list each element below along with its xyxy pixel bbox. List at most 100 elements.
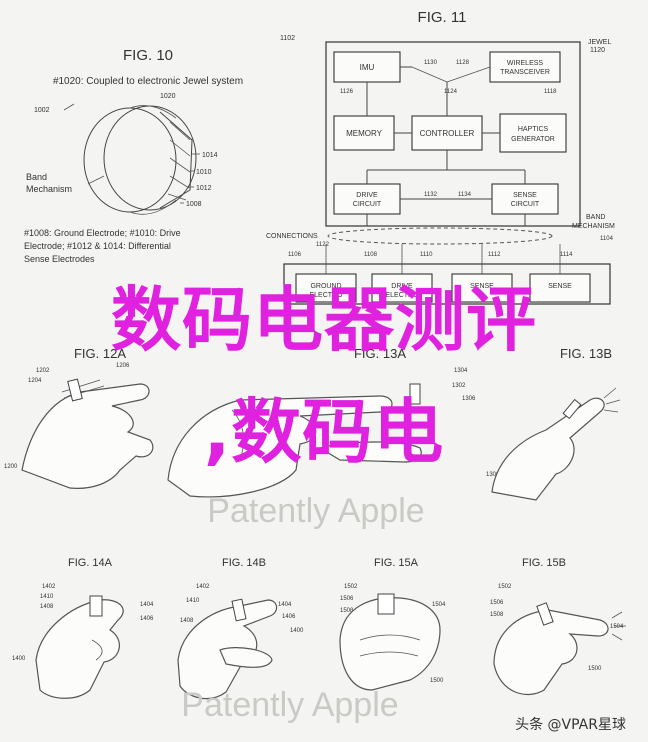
band-outline xyxy=(283,263,611,305)
fig10-desc-line1: #1008: Ground Electrode; #1010: Drive xyxy=(24,228,181,238)
ref-1402-a: 1402 xyxy=(42,584,56,590)
ref-1408-a: 1408 xyxy=(40,604,54,610)
hand-fig14a xyxy=(35,599,124,699)
ring-fig12a xyxy=(67,378,83,402)
fig15b-title: FIG. 15B xyxy=(522,557,566,569)
fig15a-title: FIG. 15A xyxy=(374,557,419,569)
ref-1206: 1206 xyxy=(116,363,130,369)
jewel-outline xyxy=(325,41,581,227)
ref-1500-b: 1500 xyxy=(588,666,602,672)
wireless-box xyxy=(489,51,561,83)
ref-1104: 1104 xyxy=(600,236,614,242)
sense-circuit-label-2: CIRCUIT xyxy=(511,201,540,208)
fig10-caption: #1020: Coupled to electronic Jewel syste… xyxy=(53,76,243,87)
ref-1410-a: 1410 xyxy=(40,594,54,600)
ref-1114: 1114 xyxy=(560,252,573,258)
ref-1502-a: 1502 xyxy=(344,584,358,590)
ref-1400-a: 1400 xyxy=(12,656,26,662)
ref-1130: 1130 xyxy=(424,60,438,66)
controller-label: CONTROLLER xyxy=(420,129,475,138)
ref-1508-b: 1508 xyxy=(490,612,504,618)
drive-electrode-label-2: ELECTRO xyxy=(385,292,419,299)
sense-electrode-a-label: SENSE xyxy=(470,283,494,290)
jewel-ring-drawing xyxy=(63,103,200,215)
ref-1502-b: 1502 xyxy=(498,584,512,590)
ref-1020: 1020 xyxy=(160,93,176,100)
ref-1402-b: 1402 xyxy=(196,584,210,590)
overlay-headline-line2: ,数码电 xyxy=(203,391,445,473)
hand-fig13b xyxy=(491,397,605,501)
fig12a-title: FIG. 12A xyxy=(74,346,126,361)
ref-1126: 1126 xyxy=(340,89,354,95)
ref-1008: 1008 xyxy=(186,201,202,208)
fig11-title: FIG. 11 xyxy=(418,9,467,26)
ref-1204: 1204 xyxy=(28,378,42,384)
ref-1128: 1128 xyxy=(456,60,470,66)
jewel-ref: 1120 xyxy=(590,47,605,54)
sense-circuit-label-1: SENSE xyxy=(513,192,537,199)
ref-1010: 1010 xyxy=(196,169,212,176)
sense-electrode-b-label: SENSE xyxy=(548,283,572,290)
controller-box xyxy=(411,115,483,151)
ref-1506-b: 1506 xyxy=(490,600,504,606)
ref-1002: 1002 xyxy=(34,107,50,114)
connections-label: CONNECTIONS xyxy=(266,233,318,240)
ref-1012: 1012 xyxy=(196,185,212,192)
ref-1110: 1110 xyxy=(420,252,433,258)
ref-1108: 1108 xyxy=(364,252,378,258)
haptics-label-2: GENERATOR xyxy=(511,136,555,143)
fig14b-title: FIG. 14B xyxy=(222,557,266,569)
source-credit: 头条 @VPAR星球 xyxy=(515,717,626,733)
ref-1404-b: 1404 xyxy=(278,602,292,608)
ref-1306: 1306 xyxy=(462,396,476,402)
ref-1122: 1122 xyxy=(316,242,330,248)
ref-1302: 1302 xyxy=(452,383,466,389)
hand-fig13a xyxy=(167,395,393,498)
drive-circuit-label-1: DRIVE xyxy=(356,192,378,199)
band-label-line2: Mechanism xyxy=(26,184,72,194)
ref-1304: 1304 xyxy=(454,368,468,374)
ref-1202: 1202 xyxy=(36,368,50,374)
imu-label: IMU xyxy=(360,63,375,72)
fig14a-title: FIG. 14A xyxy=(68,557,113,569)
fig10-title: FIG. 10 xyxy=(123,47,173,64)
ground-electrode-box xyxy=(295,273,357,303)
sense-circuit-box xyxy=(491,183,559,215)
fig10-desc-line3: Sense Electrodes xyxy=(24,254,95,264)
drive-electrode-box xyxy=(371,273,433,303)
haptics-label-1: HAPTICS xyxy=(518,126,549,133)
ref-1504-a: 1504 xyxy=(432,602,446,608)
drive-circuit-box xyxy=(333,183,401,215)
ref-1300: 1300 xyxy=(486,472,500,478)
ref-1200: 1200 xyxy=(4,464,18,470)
row2-figures: FIG. 12A FIG. 13A FIG. 13B 1202 1204 120… xyxy=(4,346,621,530)
ref-1400-b: 1400 xyxy=(290,628,304,634)
ground-label-1: GROUND xyxy=(310,283,341,290)
drive-electrode-label-1: DRIVE xyxy=(391,283,413,290)
wireless-label-1: WIRELESS xyxy=(507,60,544,67)
wireless-label-2: TRANSCEIVER xyxy=(500,69,550,76)
ref-1504-b: 1504 xyxy=(610,624,624,630)
ring-fig15a xyxy=(377,593,395,615)
memory-box xyxy=(333,115,395,151)
ground-label-2: ELECTRO xyxy=(309,292,343,299)
overlay-headline-line1: 数码电器测评 xyxy=(111,279,537,361)
ring-fig14a xyxy=(89,595,103,617)
jewel-label: JEWEL xyxy=(588,39,611,46)
ring-fig15b xyxy=(536,602,554,626)
ref-1508-a: 1508 xyxy=(340,608,354,614)
ref-1506-a: 1506 xyxy=(340,596,354,602)
ref-1106: 1106 xyxy=(288,252,302,258)
ref-1408-b: 1408 xyxy=(180,618,194,624)
ref-1406-b: 1406 xyxy=(282,614,296,620)
ref-1404-a: 1404 xyxy=(140,602,154,608)
hand-fig15b xyxy=(493,609,609,695)
band-label-line1: Band xyxy=(26,172,47,182)
fig13a-title: FIG. 13A xyxy=(354,346,406,361)
ring-fig13b xyxy=(562,398,582,420)
fig13b-title: FIG. 13B xyxy=(560,346,612,361)
watermark-row3: Patently Apple xyxy=(181,686,398,724)
ref-1500-a: 1500 xyxy=(430,678,444,684)
ref-1132: 1132 xyxy=(424,192,438,198)
